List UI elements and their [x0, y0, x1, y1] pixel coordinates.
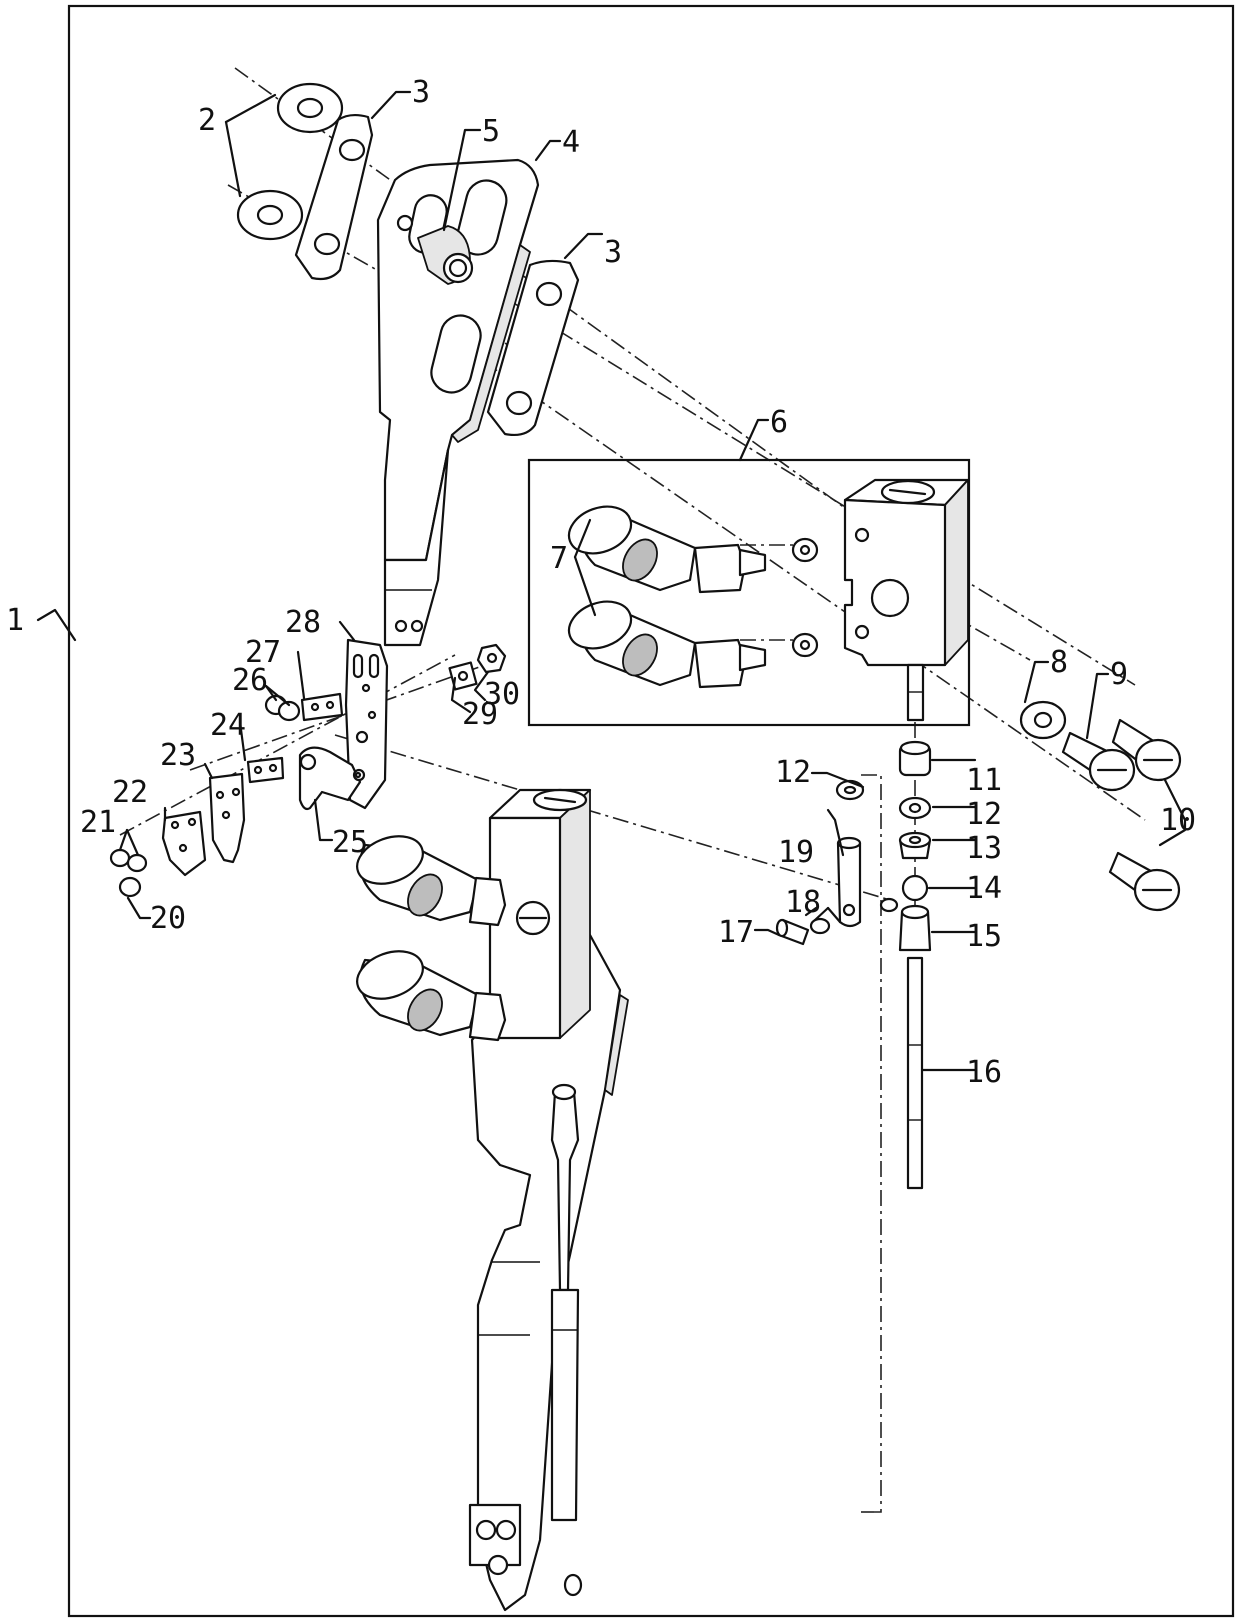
screws-part-9-10	[1061, 718, 1182, 912]
callout-13: 13	[966, 831, 1002, 866]
callout-12-left: 12	[775, 755, 811, 790]
washer-part-8	[1019, 700, 1067, 740]
callout-11: 11	[966, 763, 1002, 798]
callout-15: 15	[966, 919, 1002, 954]
callout-24: 24	[210, 708, 246, 743]
valve-assembly-box-part-6	[527, 458, 971, 727]
callout-20: 20	[150, 901, 186, 936]
callout-7: 7	[550, 541, 568, 576]
callout-2: 2	[198, 103, 216, 138]
callout-16: 16	[966, 1055, 1002, 1090]
callout-30: 30	[484, 677, 520, 712]
callout-28: 28	[285, 605, 321, 640]
washer-pair-part-2	[236, 82, 344, 241]
main-bracket-part-4	[376, 158, 540, 647]
callout-8: 8	[1050, 645, 1068, 680]
callout-12-right: 12	[966, 797, 1002, 832]
callout-4: 4	[562, 125, 580, 160]
elbow-fittings-part-7	[567, 505, 819, 689]
callout-18: 18	[785, 885, 821, 920]
callout-3-upper: 3	[412, 75, 430, 110]
callout-5: 5	[482, 114, 500, 149]
callout-1: 1	[6, 603, 24, 638]
callout-labels: 1 2 3 3 4 5 6 7 8 9 10 11 12 12 13 14 15…	[6, 75, 1196, 1090]
callout-27: 27	[245, 635, 281, 670]
pin-part-5	[417, 225, 474, 285]
callout-23: 23	[160, 738, 196, 773]
callout-29: 29	[462, 697, 498, 732]
callout-21: 21	[80, 805, 116, 840]
assembly-frame	[67, 4, 1235, 1618]
callout-25: 25	[332, 825, 368, 860]
stack-parts-11-16	[898, 740, 932, 1190]
link-plate-part-3-upper	[294, 113, 374, 281]
leader-lines	[36, 90, 1187, 1072]
callout-3-lower: 3	[604, 235, 622, 270]
small-parts-20-30	[109, 638, 507, 898]
link-plate-part-3-lower	[486, 259, 580, 437]
callout-10: 10	[1160, 803, 1196, 838]
callout-9: 9	[1110, 657, 1128, 692]
rod-parts-12-19-18-17	[775, 779, 899, 946]
callout-17: 17	[718, 915, 754, 950]
callout-22: 22	[112, 775, 148, 810]
callout-19: 19	[778, 835, 814, 870]
valve-block	[843, 478, 970, 722]
assembled-view	[356, 788, 629, 1612]
callout-14: 14	[966, 871, 1002, 906]
callout-6: 6	[770, 405, 788, 440]
callout-26: 26	[232, 663, 268, 698]
